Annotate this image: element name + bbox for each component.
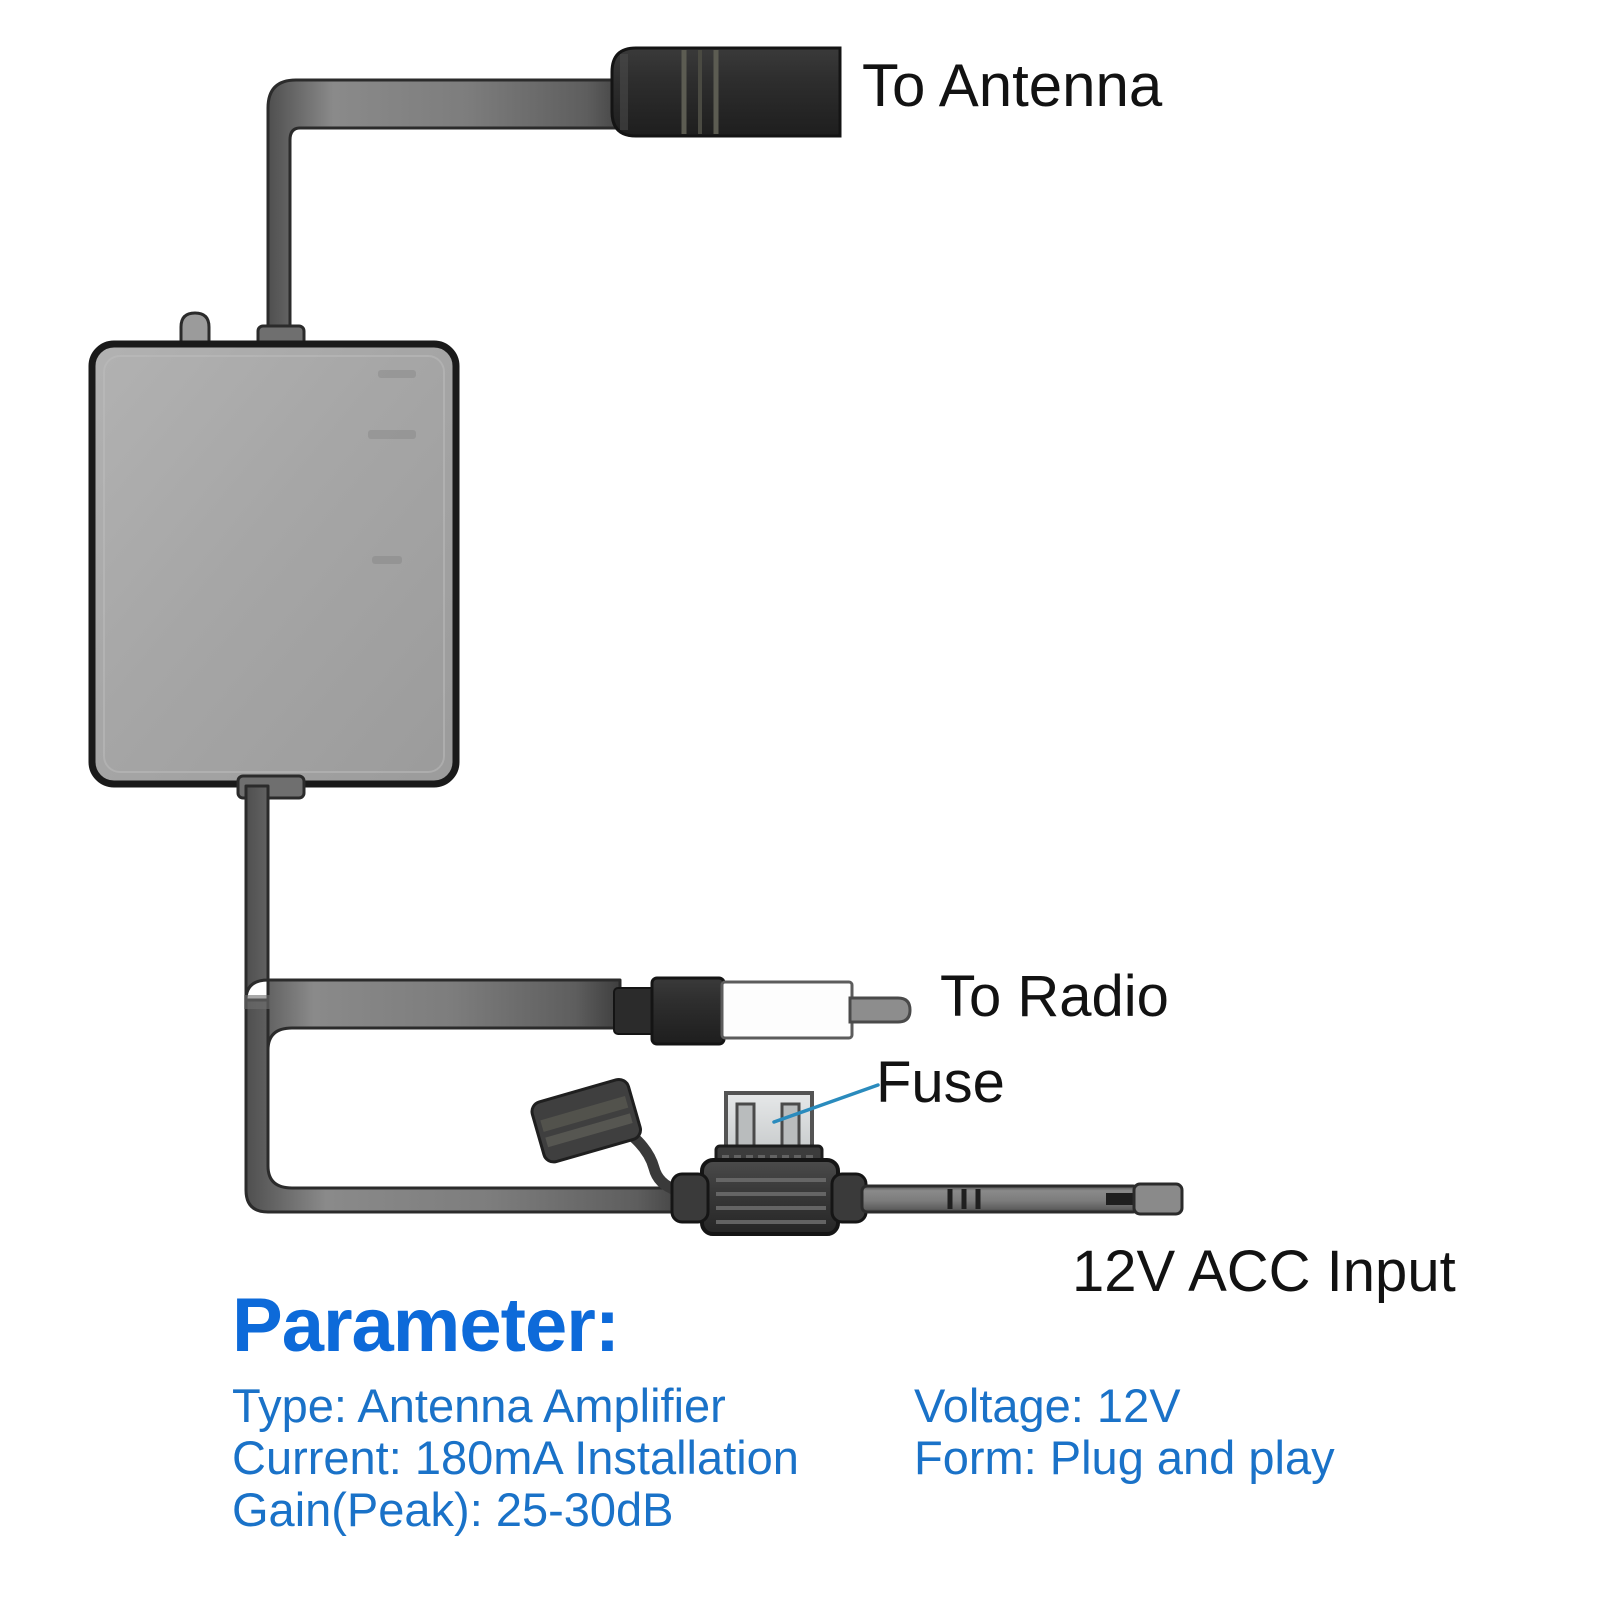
- power-terminal-pin-icon: [1132, 1182, 1184, 1216]
- parameter-block: Parameter: Type: Antenna Amplifier Volta…: [232, 1288, 1572, 1538]
- label-12v-acc-input: 12V ACC Input: [1072, 1239, 1456, 1304]
- parameter-row: Current: 180mA Installation Form: Plug a…: [232, 1434, 1572, 1486]
- label-to-radio: To Radio: [940, 964, 1169, 1029]
- fuse-leader-line: [772, 1083, 880, 1124]
- fuse-holder-cap-icon: [530, 1077, 642, 1164]
- power-output-cable: [860, 1182, 1184, 1216]
- antenna-amplifier-module-icon: [88, 311, 460, 788]
- fakra-antenna-plug-icon: [610, 46, 842, 138]
- parameter-gain: Gain(Peak): 25-30dB: [232, 1483, 674, 1536]
- parameter-voltage: Voltage: 12V: [914, 1379, 1181, 1432]
- parameter-current-installation: Current: 180mA Installation: [232, 1431, 799, 1484]
- parameter-type: Type: Antenna Amplifier: [232, 1379, 726, 1432]
- label-fuse: Fuse: [876, 1050, 1005, 1115]
- parameter-form: Form: Plug and play: [914, 1431, 1335, 1484]
- parameter-row: Gain(Peak): 25-30dB: [232, 1486, 1572, 1538]
- parameter-rows: Type: Antenna Amplifier Voltage: 12V Cur…: [232, 1382, 1572, 1538]
- parameter-row: Type: Antenna Amplifier Voltage: 12V: [232, 1382, 1572, 1434]
- blade-fuse-icon: [724, 1091, 814, 1152]
- antenna-cable: [266, 78, 632, 347]
- inline-blade-fuse-holder-icon: [530, 1077, 868, 1236]
- radio-branch-cable: [244, 784, 622, 1052]
- din-radio-plug-icon: [613, 976, 912, 1046]
- parameter-heading: Parameter:: [232, 1283, 620, 1368]
- label-to-antenna: To Antenna: [862, 52, 1163, 119]
